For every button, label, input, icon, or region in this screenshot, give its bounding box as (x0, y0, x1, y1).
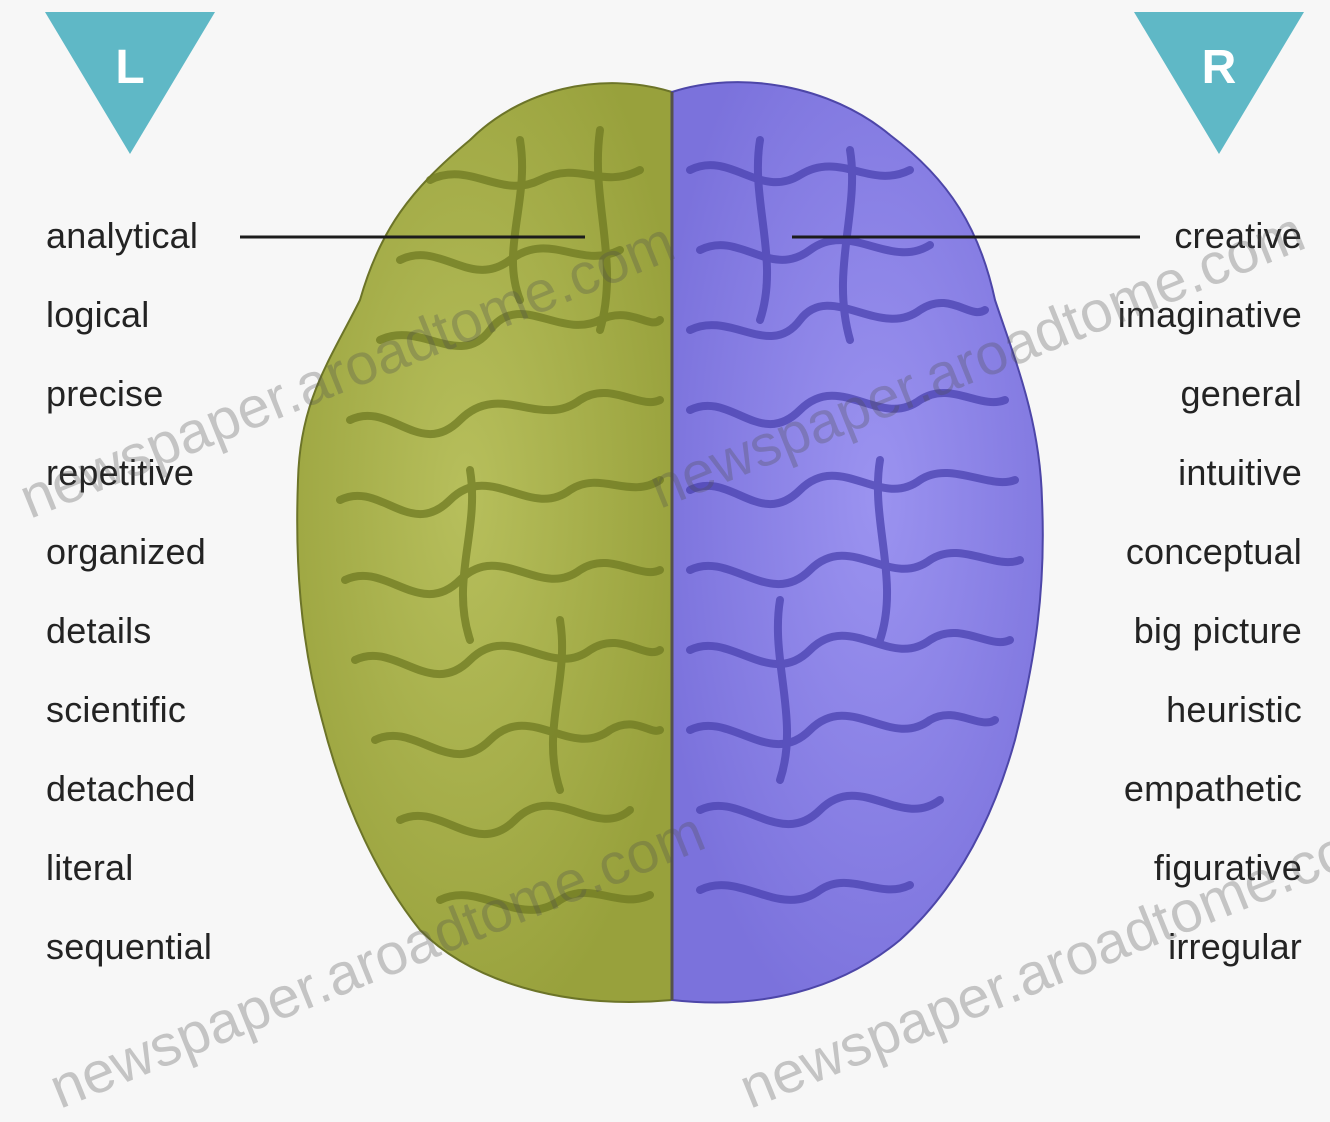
right-term: creative (1174, 216, 1302, 256)
right-term: empathetic (1124, 769, 1302, 809)
right-term: big picture (1134, 611, 1302, 651)
left-marker-label: L (45, 40, 215, 95)
left-term: analytical (46, 216, 198, 256)
left-side-marker: L (45, 12, 215, 154)
left-hemisphere (297, 83, 672, 1002)
left-term: sequential (46, 927, 212, 967)
left-term: scientific (46, 690, 186, 730)
left-term: logical (46, 295, 149, 335)
right-term: general (1181, 374, 1303, 414)
left-term: detached (46, 769, 196, 809)
right-term: figurative (1154, 848, 1302, 888)
right-hemisphere (672, 82, 1043, 1002)
right-term: conceptual (1126, 532, 1302, 572)
left-term: details (46, 611, 151, 651)
left-term: organized (46, 532, 206, 572)
right-term: intuitive (1178, 453, 1302, 493)
left-term: literal (46, 848, 133, 888)
right-term: heuristic (1166, 690, 1302, 730)
right-side-marker: R (1134, 12, 1304, 154)
brain-hemispheres-diagram: L R analytical logical precise repetitiv… (0, 0, 1330, 1024)
right-term: irregular (1168, 927, 1302, 967)
right-term: imaginative (1118, 295, 1302, 335)
right-marker-label: R (1134, 40, 1304, 95)
left-term: precise (46, 374, 163, 414)
left-term: repetitive (46, 453, 194, 493)
